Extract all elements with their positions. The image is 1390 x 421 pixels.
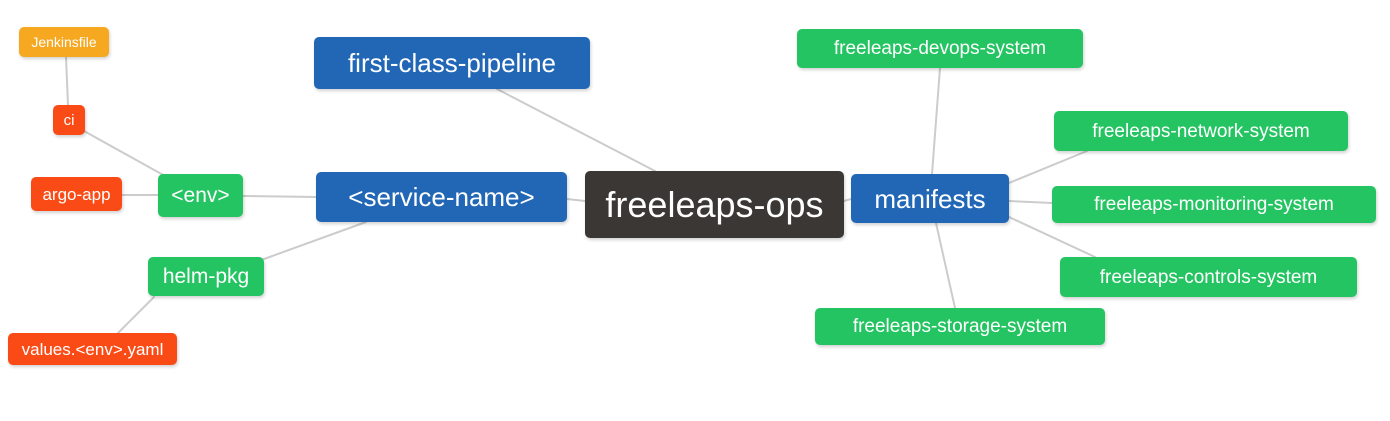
node-ci[interactable]: ci bbox=[53, 105, 85, 135]
edge-manifests-to-freeleaps-storage-system bbox=[935, 222, 956, 309]
node-freeleaps-network-system[interactable]: freeleaps-network-system bbox=[1054, 111, 1348, 151]
node-helm-pkg[interactable]: helm-pkg bbox=[148, 257, 264, 296]
node-freeleaps-storage-system[interactable]: freeleaps-storage-system bbox=[815, 308, 1105, 345]
node-freeleaps-controls-system[interactable]: freeleaps-controls-system bbox=[1060, 257, 1357, 297]
node-freeleaps-ops[interactable]: freeleaps-ops bbox=[585, 171, 844, 238]
edge-service-name-to-freeleaps-ops bbox=[566, 198, 586, 202]
edge-manifests-to-freeleaps-network-system bbox=[1008, 150, 1088, 184]
node-argo-app[interactable]: argo-app bbox=[31, 177, 122, 211]
node-first-class-pipeline[interactable]: first-class-pipeline bbox=[314, 37, 590, 89]
node-service-name[interactable]: <service-name> bbox=[316, 172, 567, 222]
node-manifests[interactable]: manifests bbox=[851, 174, 1009, 223]
node-values-env-yaml[interactable]: values.<env>.yaml bbox=[8, 333, 177, 365]
edge-first-class-pipeline-to-freeleaps-ops bbox=[496, 88, 656, 172]
edge-values-env-yaml-to-helm-pkg bbox=[117, 296, 155, 334]
edge-freeleaps-ops-to-manifests bbox=[843, 198, 852, 202]
edge-env-to-service-name bbox=[242, 195, 317, 198]
edge-manifests-to-freeleaps-controls-system bbox=[1008, 216, 1096, 258]
edge-manifests-to-freeleaps-devops-system bbox=[931, 67, 941, 175]
node-freeleaps-monitoring-system[interactable]: freeleaps-monitoring-system bbox=[1052, 186, 1376, 223]
node-freeleaps-devops-system[interactable]: freeleaps-devops-system bbox=[797, 29, 1083, 68]
edge-ci-to-env bbox=[83, 130, 166, 177]
edge-helm-pkg-to-service-name bbox=[263, 221, 367, 260]
edge-manifests-to-freeleaps-monitoring-system bbox=[1008, 200, 1053, 204]
node-env[interactable]: <env> bbox=[158, 174, 243, 217]
node-jenkinsfile[interactable]: Jenkinsfile bbox=[19, 27, 109, 57]
edge-jenkinsfile-to-ci bbox=[65, 56, 69, 106]
